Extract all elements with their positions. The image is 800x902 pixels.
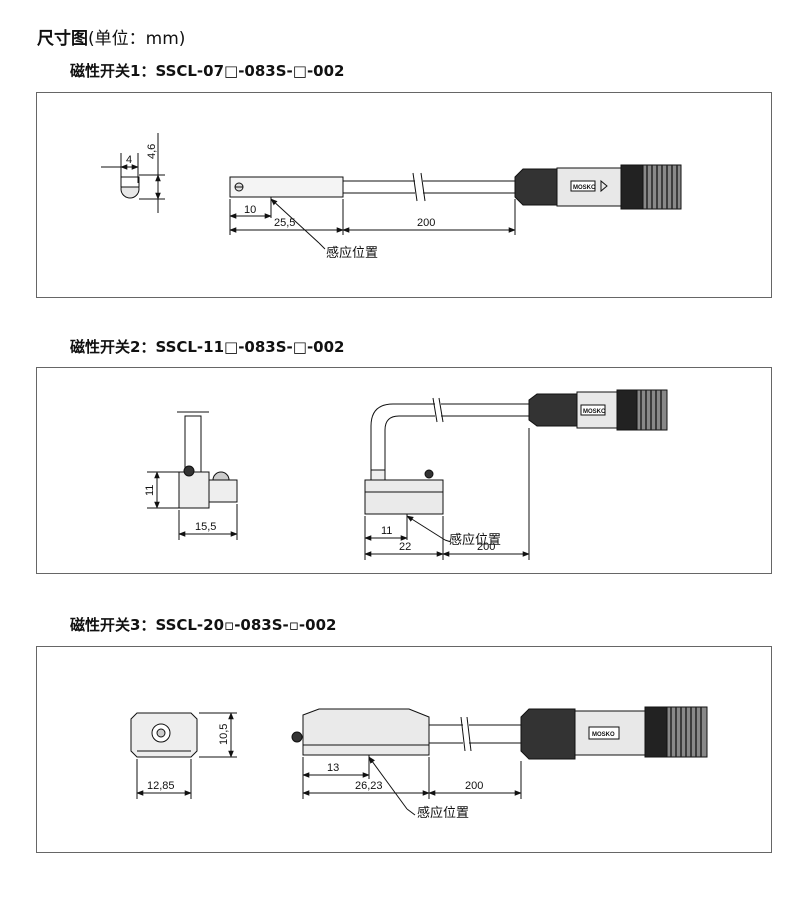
connector-mark-2: MOSKO [583, 409, 606, 415]
connector-thread-icon [640, 390, 662, 430]
section-1-box: 4 4,6 MOSKO [36, 92, 772, 298]
dim-body-1: 25,5 [274, 217, 295, 229]
dim-lines-2 [364, 428, 530, 560]
dim-sense-1: 10 [244, 204, 256, 216]
dim-width-3: 12,85 [147, 780, 175, 792]
page-title-main: 尺寸图 [37, 29, 88, 49]
sense-label-3: 感应位置 [417, 805, 469, 821]
page-title: 尺寸图(单位：mm) [37, 24, 185, 49]
sensor-body-1 [229, 164, 682, 210]
dim-sense-3: 13 [327, 762, 339, 774]
section-3-drawing: 10,5 12,85 MOSKO [130, 706, 708, 821]
page-title-unit: (单位：mm) [88, 29, 186, 49]
end-view-1 [101, 133, 165, 213]
dim-width-2: 15,5 [195, 521, 216, 533]
dim-body-2: 22 [399, 541, 411, 553]
dim-cable-3: 200 [465, 780, 483, 792]
section-1-title: 磁性开关1：SSCL-07□-083S-□-002 [70, 62, 345, 80]
section-2-drawing: 11 15,5 MOSKO [144, 389, 668, 560]
connector-mark-1: MOSKO [573, 185, 596, 191]
dim-sense-2: 11 [381, 525, 392, 537]
dim-body-3: 26,23 [355, 780, 383, 792]
section-2-box: 11 15,5 MOSKO [36, 367, 772, 574]
dim-cable-2: 200 [477, 541, 495, 553]
end-view-3 [130, 712, 237, 799]
sensor-body-3 [291, 706, 708, 760]
connector-thread-icon [670, 707, 702, 757]
section-3-box: 10,5 12,85 MOSKO [36, 646, 772, 853]
section-2-title: 磁性开关2：SSCL-11□-083S-□-002 [70, 338, 345, 356]
dim-height-2: 11 [144, 485, 156, 496]
section-3-title: 磁性开关3：SSCL-20▫-083S-▫-002 [70, 616, 337, 634]
dim-width-1: 4 [126, 154, 132, 166]
dim-height-1: 4,6 [146, 144, 158, 159]
dim-cable-1: 200 [417, 217, 435, 229]
end-view-2 [147, 411, 238, 540]
sense-label-1: 感应位置 [326, 245, 378, 261]
sense-label-2: 感应位置 [449, 532, 501, 548]
dim-lines-1 [229, 197, 516, 250]
section-1-drawing: 4 4,6 MOSKO [101, 133, 682, 261]
sensor-body-2 [364, 389, 668, 515]
connector-thread-icon [646, 165, 678, 209]
dim-lines-3 [302, 755, 522, 816]
dim-height-3: 10,5 [218, 724, 230, 745]
connector-mark-3: MOSKO [592, 732, 615, 738]
